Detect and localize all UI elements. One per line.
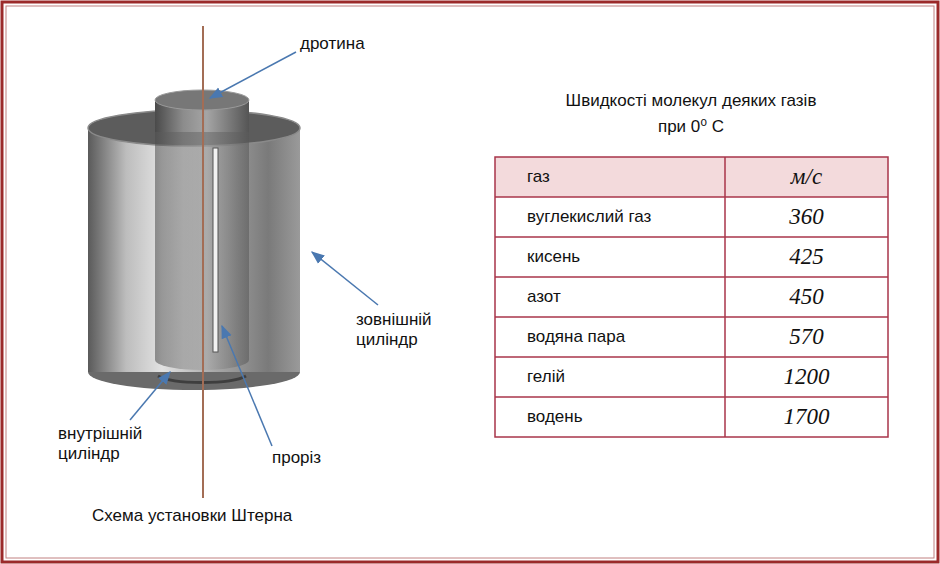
table-cell: 360 — [730, 197, 883, 237]
table-cell: водень — [505, 397, 720, 437]
slit-label: проріз — [272, 448, 362, 468]
table — [495, 157, 888, 437]
frame-inner — [6, 6, 934, 558]
table-header: газ — [505, 157, 720, 197]
outer-cylinder-label: зовнішній циліндр — [356, 310, 456, 351]
table-cell: кисень — [505, 237, 720, 277]
table-cell: вуглекислий газ — [505, 197, 720, 237]
table-cell: 570 — [730, 317, 883, 357]
table-title: Швидкості молекул деяких газів при 0⁰ С — [555, 88, 827, 141]
slit — [213, 148, 218, 352]
table-cell: 425 — [730, 237, 883, 277]
table-header: м/с — [730, 157, 883, 197]
table-cell: 1700 — [730, 397, 883, 437]
wire — [202, 26, 204, 498]
wire-label: дротина — [300, 34, 410, 54]
table-cell: водяна пара — [505, 317, 720, 357]
table-cell: 1200 — [730, 357, 883, 397]
inner-cylinder-label: внутрішній циліндр — [58, 424, 164, 465]
leaders — [130, 52, 378, 446]
figure-caption: Схема установки Штерна — [92, 506, 292, 526]
table-cell: азот — [505, 277, 720, 317]
table-cell: 450 — [730, 277, 883, 317]
table-cell: гелій — [505, 357, 720, 397]
outer-cylinder — [88, 110, 300, 390]
